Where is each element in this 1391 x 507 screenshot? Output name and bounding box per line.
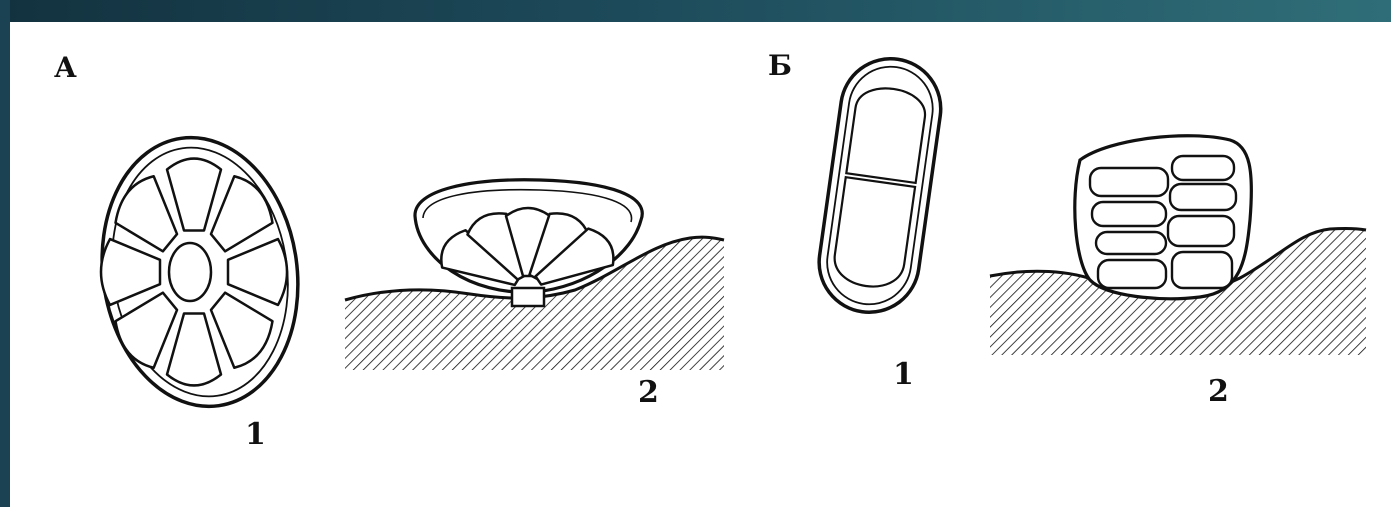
spore-center-cell: [169, 243, 211, 301]
panel-a-label: А: [54, 54, 77, 82]
muriform-cells: [1090, 156, 1236, 288]
panel-a-fig2-attached-spore: [345, 180, 724, 370]
spore-outer-wall: [813, 52, 948, 318]
muriform-cell: [1090, 168, 1168, 196]
dome-stalk: [512, 288, 544, 306]
panel-b-figure-2-number: 2: [1208, 377, 1229, 407]
muriform-cell: [1092, 202, 1166, 226]
muriform-cell: [1098, 260, 1166, 288]
panel-a-fig1-spore: [85, 125, 315, 419]
muriform-cell: [1172, 156, 1234, 180]
muriform-cell: [1170, 184, 1236, 210]
panel-a-figure-1-number: 1: [245, 420, 266, 450]
panel-b-fig1-spore: [813, 52, 948, 318]
panel-b-label: Б: [768, 52, 792, 80]
panel-b-fig2-attached-spore: [990, 136, 1366, 355]
muriform-cell: [1096, 232, 1166, 254]
panel-b-figure-1-number: 1: [893, 360, 914, 390]
muriform-cell: [1168, 216, 1234, 246]
muriform-cell: [1172, 252, 1232, 288]
panel-a-figure-2-number: 2: [638, 378, 659, 408]
